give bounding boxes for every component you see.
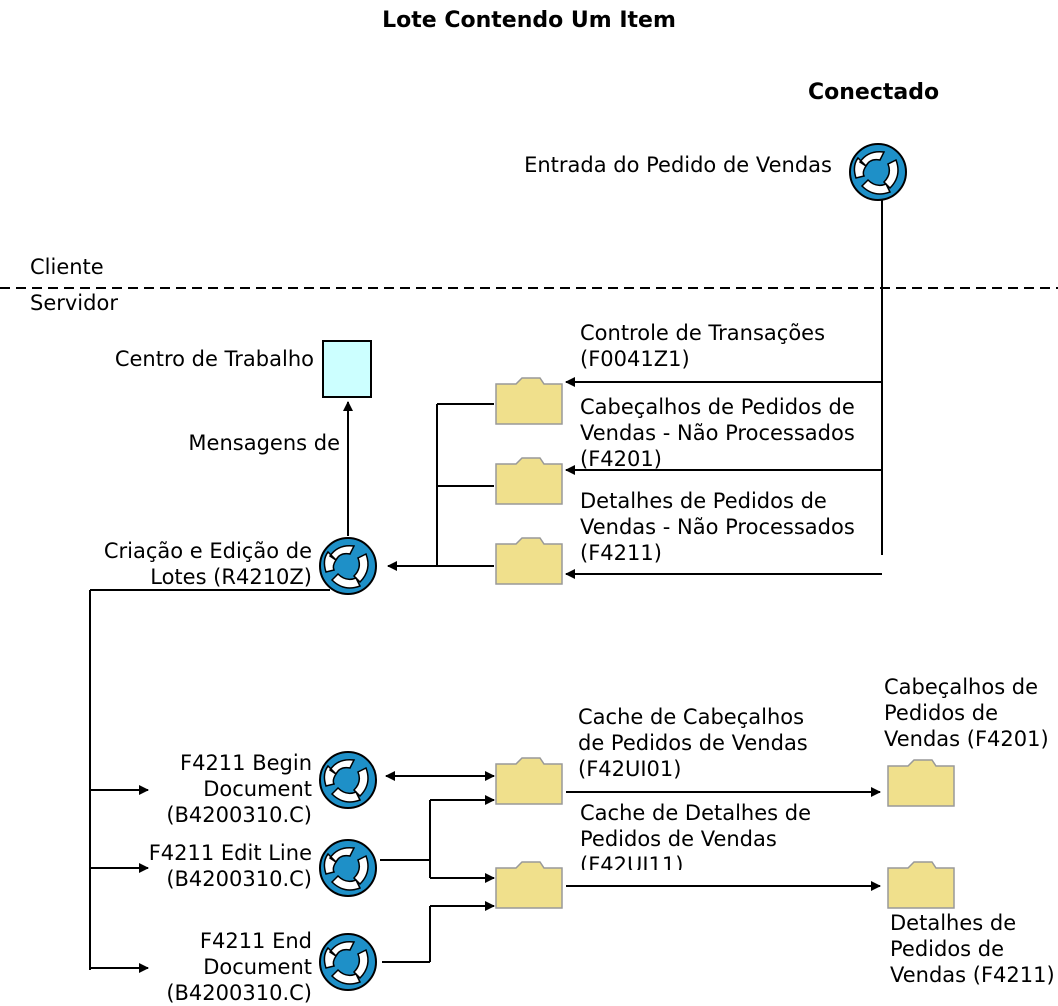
- batch-program-label-1: Criação e Edição de: [103, 539, 312, 563]
- transaction-control-label-2: (F0041Z1): [580, 347, 690, 371]
- header-cache-label-3: (F42UI01): [578, 757, 682, 781]
- unprocessed-headers-label-1: Cabeçalhos de Pedidos de: [580, 395, 855, 419]
- end-document-label-2: Document: [203, 955, 312, 979]
- unprocessed-details-label-3: (F4211): [580, 541, 662, 565]
- sales-order-entry-label: Entrada do Pedido de Vendas: [524, 153, 832, 177]
- sales-order-entry-program-icon: [849, 143, 907, 201]
- folder-icon: [495, 457, 563, 505]
- folder-icon: [495, 757, 563, 805]
- diagram-title: Lote Contendo Um Item: [382, 8, 676, 33]
- unprocessed-details-label-2: Vendas - Não Processados: [580, 515, 855, 539]
- begin-document-label-3: (B4200310.C): [166, 803, 312, 827]
- details-table-label-3: Vendas (F4211): [890, 963, 1055, 987]
- unprocessed-details-label-1: Detalhes de Pedidos de: [580, 489, 827, 513]
- online-label: Conectado: [808, 80, 940, 105]
- messages-label: Mensagens de: [188, 431, 340, 455]
- work-center-box: [322, 340, 372, 398]
- header-cache-label-2: de Pedidos de Vendas: [578, 731, 808, 755]
- headers-table-label-1: Cabeçalhos de: [884, 675, 1039, 699]
- folder-icon: [887, 861, 955, 909]
- end-document-program-icon: [319, 933, 377, 991]
- edit-line-label-1: F4211 Edit Line: [148, 841, 312, 865]
- headers-table-label-3: Vendas (F4201): [884, 727, 1049, 751]
- work-center-label: Centro de Trabalho: [114, 347, 314, 371]
- headers-table-label-2: Pedidos de: [884, 701, 999, 725]
- edit-line-label-2: (B4200310.C): [166, 867, 312, 891]
- batch-program-icon: [319, 537, 377, 595]
- header-cache-label-1: Cache de Cabeçalhos: [578, 705, 805, 729]
- begin-document-label-1: F4211 Begin: [180, 751, 312, 775]
- end-document-label-1: F4211 End: [199, 929, 312, 953]
- details-table-label-1: Detalhes de: [890, 911, 1017, 935]
- begin-document-label-2: Document: [203, 777, 312, 801]
- server-zone-label: Servidor: [30, 291, 118, 315]
- unprocessed-headers-label-3: (F4201): [580, 447, 662, 471]
- details-table-label-2: Pedidos de: [890, 937, 1005, 961]
- detail-cache-label-2: Pedidos de Vendas: [580, 827, 777, 851]
- client-zone-label: Cliente: [30, 255, 104, 279]
- folder-icon: [887, 759, 955, 807]
- folder-icon: [495, 377, 563, 425]
- unprocessed-headers-label-2: Vendas - Não Processados: [580, 421, 855, 445]
- begin-document-program-icon: [319, 751, 377, 809]
- detail-cache-label-3: (F42UI11): [580, 853, 684, 870]
- batch-program-label-2: Lotes (R4210Z): [150, 565, 312, 589]
- transaction-control-label-1: Controle de Transações: [580, 321, 826, 345]
- detail-cache-label-1: Cache de Detalhes de: [580, 801, 812, 825]
- folder-icon: [495, 537, 563, 585]
- end-document-label-3: (B4200310.C): [166, 981, 312, 1005]
- folder-icon: [495, 861, 563, 909]
- edit-line-program-icon: [319, 839, 377, 897]
